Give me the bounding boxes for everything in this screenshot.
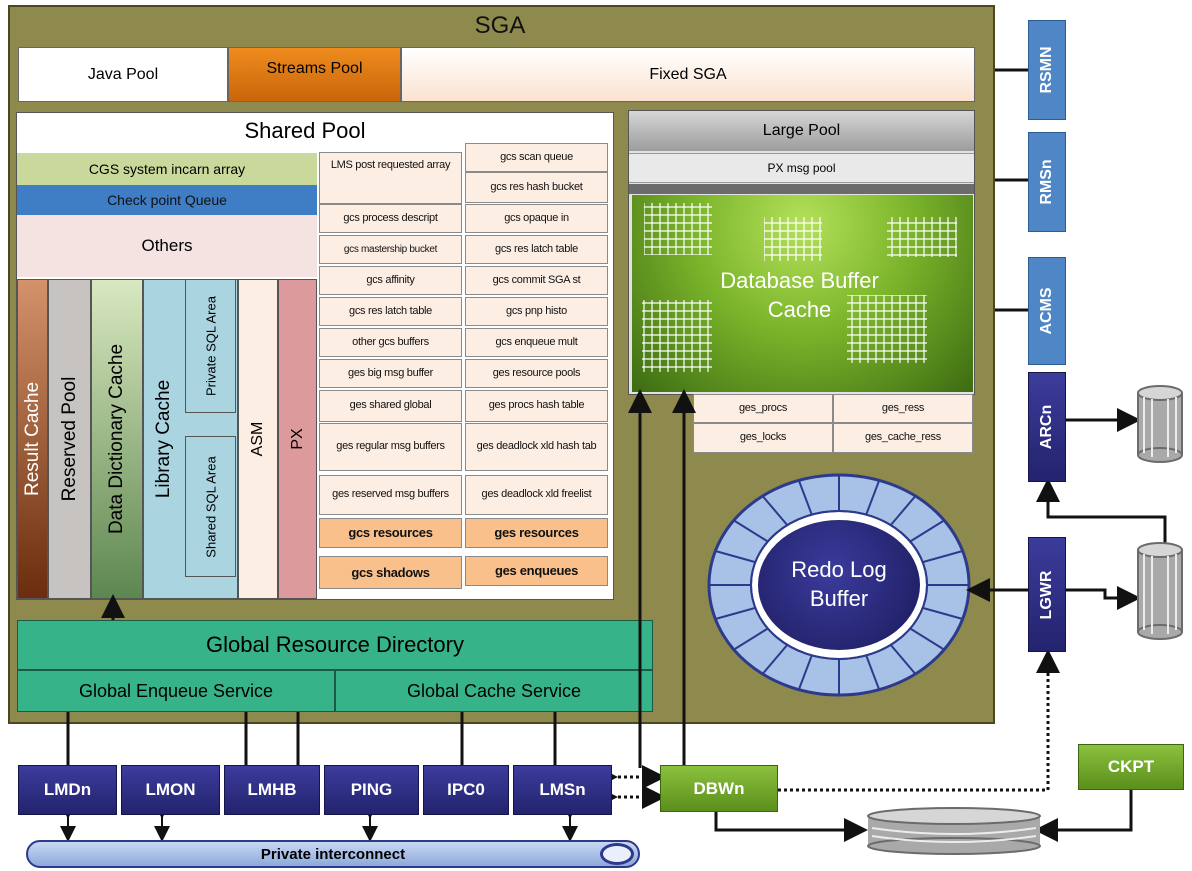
cell-gcs-mastership-bucket: gcs mastership bucket xyxy=(319,235,462,264)
shared-sql-area: Shared SQL Area xyxy=(185,436,236,577)
ring-segment-divider xyxy=(865,655,881,690)
process-lgwr: LGWR xyxy=(1028,537,1066,652)
cell-ges-regular-msg-buffers: ges regular msg buffers xyxy=(319,423,462,471)
cell-gcs-shadows: gcs shadows xyxy=(319,556,462,589)
datafile-disk-icon xyxy=(867,807,1041,855)
cell-ges-enqueues: ges enqueues xyxy=(465,556,608,586)
cell-ges-cache-ress: ges_cache_ress xyxy=(833,423,973,453)
global-enqueue-service: Global Enqueue Service xyxy=(17,670,335,712)
process-rsmn: RSMN xyxy=(1028,20,1066,120)
process-lmon: LMON xyxy=(121,765,220,815)
global-cache-service: Global Cache Service xyxy=(335,670,653,712)
cell-ges-resources: ges resources xyxy=(465,518,608,548)
process-acms-label: ACMS xyxy=(1038,287,1055,335)
cgs-system-incarn-array: CGS system incarn array xyxy=(17,153,317,185)
process-dbwn: DBWn xyxy=(660,765,778,812)
private-interconnect: Private interconnect xyxy=(26,840,640,868)
process-rsmn-label: RSMN xyxy=(1038,46,1055,94)
ring-segment-divider xyxy=(922,550,963,564)
others: Others xyxy=(17,215,317,277)
cell-gcs-commit-sga-st: gcs commit SGA st xyxy=(465,266,608,295)
cell-gcs-pnp-histo: gcs pnp histo xyxy=(465,297,608,326)
ring-segment-divider xyxy=(865,480,881,515)
buffer-grid-icon xyxy=(642,203,957,372)
cell-gcs-scan-queue: gcs scan queue xyxy=(465,143,608,172)
ring-segment-divider xyxy=(715,550,756,564)
cell-gcs-res-hash-bucket: gcs res hash bucket xyxy=(465,172,608,203)
process-lmdn: LMDn xyxy=(18,765,117,815)
process-lgwr-label: LGWR xyxy=(1038,570,1055,619)
cell-lms-post-requested-array: LMS post requested array xyxy=(319,152,462,204)
process-arcn-label: ARCn xyxy=(1038,404,1055,450)
cell-ges-locks: ges_locks xyxy=(693,423,833,453)
large-pool-divider xyxy=(629,184,974,194)
cell-ges-big-msg-buffer: ges big msg buffer xyxy=(319,359,462,388)
process-ping: PING xyxy=(324,765,419,815)
ring-segment-divider xyxy=(733,627,769,651)
ring-segment-divider xyxy=(909,627,945,651)
cell-ges-procs-hash-table: ges procs hash table xyxy=(465,390,608,422)
cell-ges-reserved-msg-buffers: ges reserved msg buffers xyxy=(319,475,462,515)
data-dictionary-cache: Data Dictionary Cache xyxy=(91,279,143,599)
database-buffer-cache: Database Buffer Cache xyxy=(632,195,973,392)
cell-gcs-enqueue-mult: gcs enqueue mult xyxy=(465,328,608,357)
asm: ASM xyxy=(238,279,278,599)
database-buffer-cache-label: Database Buffer Cache xyxy=(720,268,879,322)
cell-gcs-process-descript: gcs process descript xyxy=(319,204,462,233)
process-ckpt: CKPT xyxy=(1078,744,1184,790)
sga-title: SGA xyxy=(474,12,526,39)
interconnect-end-cap xyxy=(600,843,634,865)
process-rmsn-label: RMSn xyxy=(1038,159,1055,205)
px-msg-pool: PX msg pool xyxy=(629,153,974,183)
fixed-sga: Fixed SGA xyxy=(401,47,975,102)
checkpoint-queue: Check point Queue xyxy=(17,185,317,215)
reserved-pool: Reserved Pool xyxy=(48,279,91,599)
process-ipc0: IPC0 xyxy=(423,765,509,815)
streams-pool: Streams Pool xyxy=(228,47,401,102)
shared-pool-title: Shared Pool xyxy=(244,118,366,143)
global-resource-directory: Global Resource Directory xyxy=(17,620,653,670)
ring-segment-divider xyxy=(797,480,813,515)
large-pool-title: Large Pool xyxy=(629,111,974,151)
cell-ges-shared-global: ges shared global xyxy=(319,390,462,422)
cell-ges-deadlock-xld-freelist: ges deadlock xld freelist xyxy=(465,475,608,515)
process-acms: ACMS xyxy=(1028,257,1066,365)
process-lmhb: LMHB xyxy=(224,765,320,815)
cell-ges-resource-pools: ges resource pools xyxy=(465,359,608,388)
private-sql-area: Private SQL Area xyxy=(185,279,236,413)
cell-gcs-opaque-in: gcs opaque in xyxy=(465,204,608,233)
ring-segment-divider xyxy=(761,495,789,526)
cell-gcs-res-latch-table-right: gcs res latch table xyxy=(465,235,608,264)
process-lmsn: LMSn xyxy=(513,765,612,815)
ring-segment-divider xyxy=(733,519,769,543)
cell-gcs-res-latch-table-left: gcs res latch table xyxy=(319,297,462,326)
cell-ges-deadlock-xld-hash-tab: ges deadlock xld hash tab xyxy=(465,423,608,471)
redo-log-core xyxy=(758,520,920,650)
px: PX xyxy=(278,279,317,599)
redo-log-disk-icon xyxy=(1137,542,1183,640)
cell-gcs-resources: gcs resources xyxy=(319,518,462,548)
ring-segment-divider xyxy=(797,655,813,690)
cell-ges-ress: ges_ress xyxy=(833,394,973,423)
result-cache: Result Cache xyxy=(17,279,48,599)
redo-log-buffer-label: Redo Log Buffer xyxy=(791,557,887,611)
ring-segment-divider xyxy=(889,644,917,675)
process-arcn: ARCn xyxy=(1028,372,1066,482)
archive-log-disk-icon xyxy=(1137,385,1183,463)
ring-segment-divider xyxy=(909,519,945,543)
cell-other-gcs-buffers: other gcs buffers xyxy=(319,328,462,357)
java-pool: Java Pool xyxy=(18,47,228,102)
cell-gcs-affinity: gcs affinity xyxy=(319,266,462,295)
ring-segment-divider xyxy=(922,606,963,620)
ring-segment-divider xyxy=(889,495,917,526)
ring-segment-divider xyxy=(715,606,756,620)
ring-segment-divider xyxy=(761,644,789,675)
process-rmsn: RMSn xyxy=(1028,132,1066,232)
